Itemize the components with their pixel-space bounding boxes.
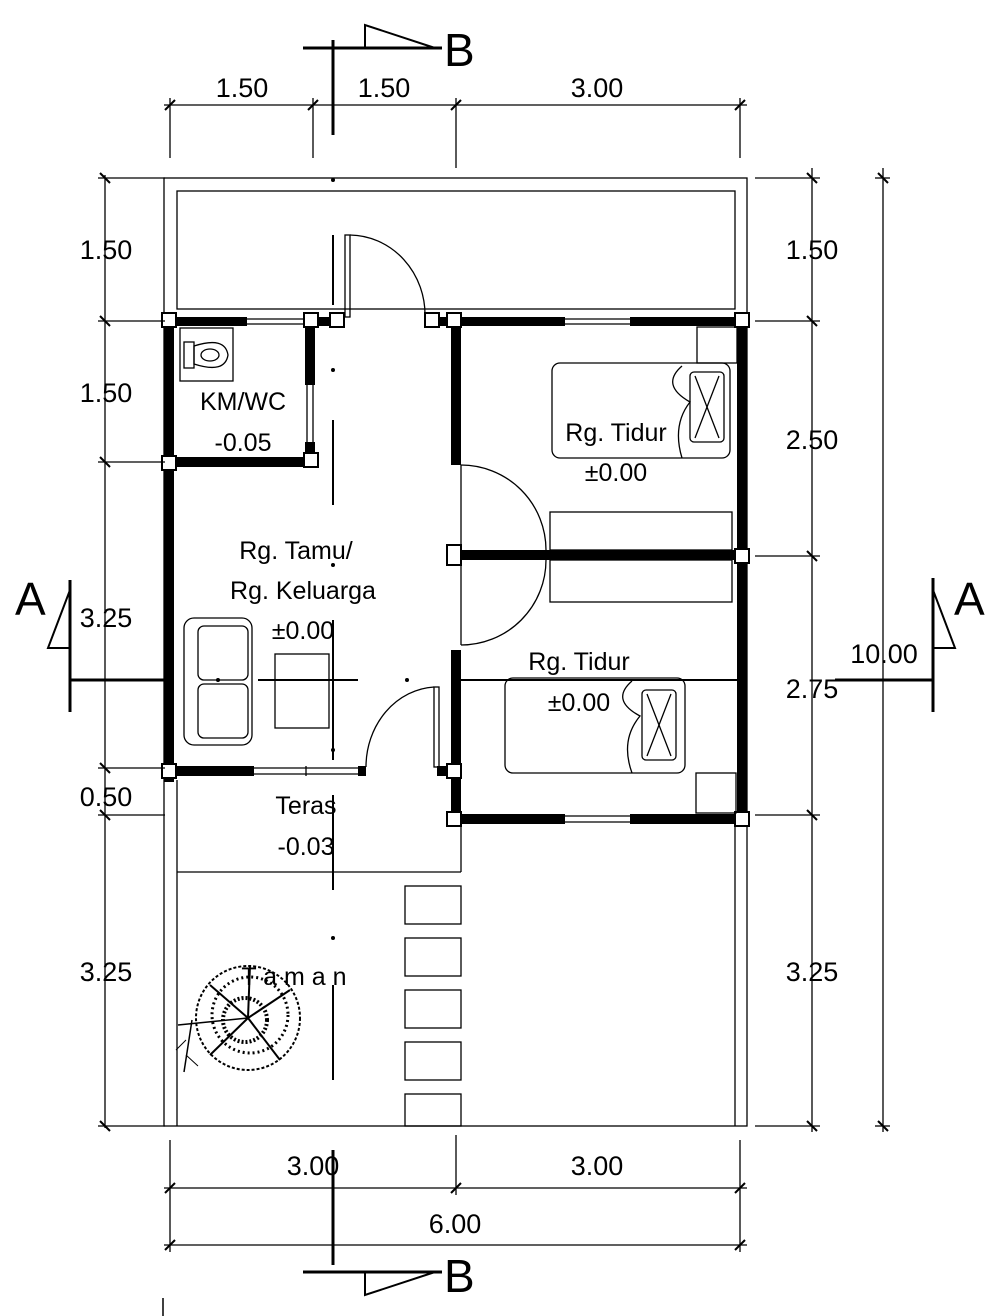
tamu-level: ±0.00 <box>272 617 334 645</box>
section-mark-labels: B B A A <box>15 24 985 1302</box>
tamu-name-line1: Rg. Tamu/ <box>239 537 353 565</box>
dim-right-3: 2.75 <box>786 674 839 704</box>
dim-top-1: 1.50 <box>216 73 269 103</box>
section-mark-b-top: B <box>444 24 475 76</box>
section-dots <box>216 178 409 940</box>
tidur1-level: ±0.00 <box>585 459 647 487</box>
dim-left-5: 3.25 <box>80 957 133 987</box>
section-line-a <box>46 578 957 712</box>
dim-left-4: 0.50 <box>80 782 133 812</box>
coffee-table <box>274 653 330 729</box>
teras-level: -0.03 <box>278 833 335 861</box>
dim-bottom-2: 3.00 <box>571 1151 624 1181</box>
section-mark-a-right: A <box>954 573 985 625</box>
tidur2-name: Rg. Tidur <box>528 648 629 676</box>
kmwc-name: KM/WC <box>200 388 286 416</box>
dim-overall-height: 10.00 <box>850 639 918 669</box>
dim-left-1: 1.50 <box>80 235 133 265</box>
teras-name: Teras <box>275 792 336 820</box>
toilet-fixture <box>179 327 234 382</box>
dim-right-2: 2.50 <box>786 425 839 455</box>
front-yard-boundary <box>176 190 736 310</box>
stepping-stones <box>404 885 462 1127</box>
taman-name: T a m a n <box>241 963 346 991</box>
kmwc-level: -0.05 <box>215 429 272 457</box>
dim-overall-width: 6.00 <box>429 1209 482 1239</box>
terrace-outline <box>177 825 462 873</box>
tidur2-level: ±0.00 <box>548 689 610 717</box>
tidur1-name: Rg. Tidur <box>565 419 666 447</box>
dim-right-1: 1.50 <box>786 235 839 265</box>
dim-top-2: 1.50 <box>358 73 411 103</box>
tamu-name-line2: Rg. Keluarga <box>230 577 376 605</box>
dim-left-2: 1.50 <box>80 378 133 408</box>
wardrobe-1 <box>549 511 733 551</box>
windows <box>247 318 630 823</box>
dim-right-4: 3.25 <box>786 957 839 987</box>
bed-2 <box>504 677 737 814</box>
section-mark-a-left: A <box>15 573 46 625</box>
dim-bottom-1: 3.00 <box>287 1151 340 1181</box>
doors <box>344 234 547 768</box>
walls <box>164 317 747 825</box>
dimension-labels: 1.50 1.50 3.00 1.50 1.50 3.25 0.50 3.25 … <box>80 73 918 1239</box>
sofa <box>183 617 253 746</box>
section-line-b <box>162 23 442 1316</box>
room-labels: KM/WC -0.05 Rg. Tamu/ Rg. Keluarga ±0.00… <box>200 388 667 991</box>
tree-symbol <box>175 964 301 1073</box>
dim-left-3: 3.25 <box>80 603 133 633</box>
bed-1 <box>551 326 738 459</box>
dim-top-3: 3.00 <box>571 73 624 103</box>
columns <box>161 312 750 827</box>
dimension-lines <box>98 98 890 1252</box>
wardrobe-2 <box>549 559 733 603</box>
section-mark-b-bottom: B <box>444 1250 475 1302</box>
